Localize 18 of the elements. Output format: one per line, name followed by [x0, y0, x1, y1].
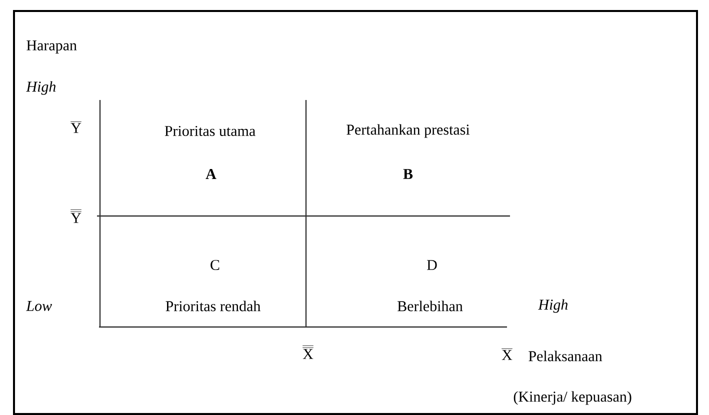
axis-label: (Kinerja/ kepuasan): [514, 391, 632, 405]
quadrant-title: Berlebihan: [398, 300, 463, 312]
quadrant-letter: B: [403, 169, 413, 179]
axis-label: High: [538, 299, 568, 313]
axis-symbol: $\overline{\overline{\mathrm{Y}}}$: [70, 210, 82, 223]
quadrant-letter: A: [206, 169, 216, 179]
axis-symbol: $\overline{\mathrm{Y}}$: [70, 122, 82, 133]
axis-label: Pelaksanaan: [528, 350, 602, 362]
quadrant-title: Prioritas rendah: [166, 300, 260, 312]
quadrant-title: Prioritas utama: [164, 126, 256, 136]
axis-symbol: $\overline{\mathrm{X}}$: [502, 348, 512, 360]
axis-label: Harapan: [26, 40, 77, 54]
quadrant-title: Pertahankan prestasi: [346, 124, 470, 138]
axis-label: C: [210, 260, 220, 270]
axis-label: Low: [26, 301, 52, 311]
axis-label: D: [427, 260, 437, 270]
axis-symbol: $\overline{\overline{\mathrm{X}}}$: [302, 346, 314, 359]
axis-label: High: [26, 81, 56, 95]
